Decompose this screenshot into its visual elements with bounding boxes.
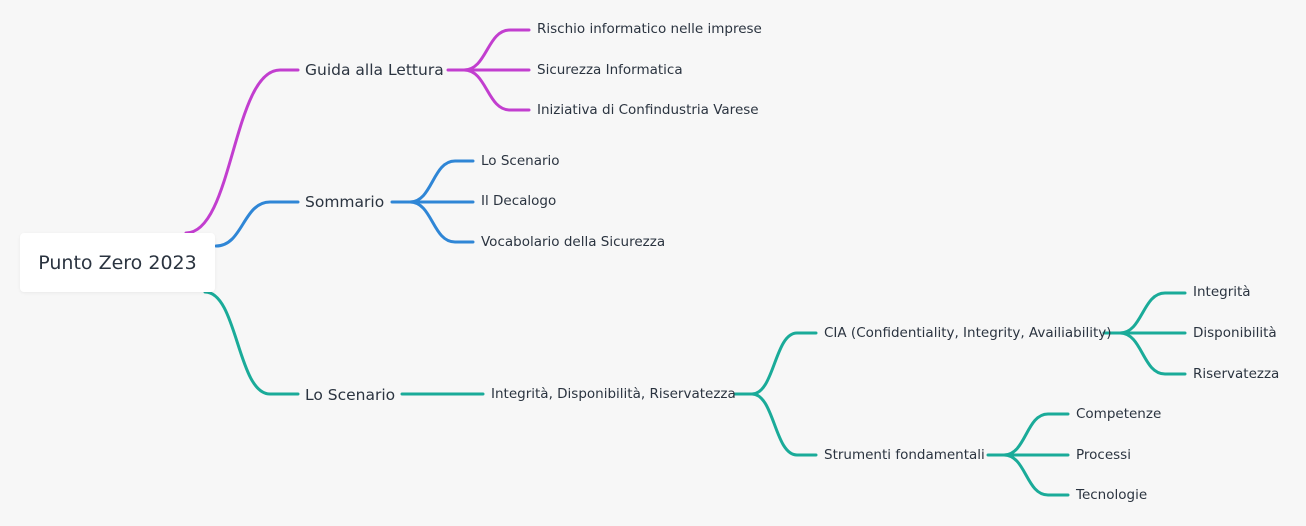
node-rischio-informatico[interactable]: Rischio informatico nelle imprese [537,21,762,37]
root-node[interactable]: Punto Zero 2023 [20,233,215,292]
node-integrita-disponibilita-riservatezza[interactable]: Integrità, Disponibilità, Riservatezza [491,386,736,402]
connector-root-scenario [203,290,300,396]
node-cia[interactable]: CIA (Confidentiality, Integrity, Availia… [824,325,1112,341]
node-competenze[interactable]: Competenze [1076,406,1162,422]
node-vocabolario-sicurezza[interactable]: Vocabolario della Sicurezza [481,234,666,250]
connector-guida-rischio [462,28,531,72]
node-disponibilita[interactable]: Disponibilità [1193,325,1277,341]
node-il-decalogo[interactable]: Il Decalogo [481,193,557,209]
connector-strumenti-tecnologie [1002,453,1070,497]
node-sommario[interactable]: Sommario [305,193,385,211]
node-lo-scenario-sommario[interactable]: Lo Scenario [481,153,560,169]
connector-strumenti-competenze [1002,412,1070,457]
node-tecnologie[interactable]: Tecnologie [1076,487,1148,503]
node-sicurezza-informatica[interactable]: Sicurezza Informatica [537,62,683,78]
node-iniziativa-confindustria[interactable]: Iniziativa di Confindustria Varese [537,102,759,118]
node-integrita[interactable]: Integrità [1193,284,1251,300]
connector-cia-riservatezza [1118,331,1187,376]
node-strumenti-fondamentali[interactable]: Strumenti fondamentali [824,447,985,463]
connector-guida-iniziativa [462,68,531,112]
connector-sommario-vocabolario [408,200,475,244]
connector-sommario-scenario [408,159,475,204]
connector-root-sommario [214,200,300,248]
connector-idr-cia [750,331,818,396]
connector-cia-integrita [1118,291,1187,335]
node-riservatezza[interactable]: Riservatezza [1193,366,1280,382]
node-processi[interactable]: Processi [1076,447,1131,463]
node-lo-scenario[interactable]: Lo Scenario [305,386,396,404]
connector-idr-strumenti [750,392,818,457]
root-label: Punto Zero 2023 [38,251,197,274]
connector-root-guida [184,68,300,235]
node-guida-alla-lettura[interactable]: Guida alla Lettura [305,61,444,79]
